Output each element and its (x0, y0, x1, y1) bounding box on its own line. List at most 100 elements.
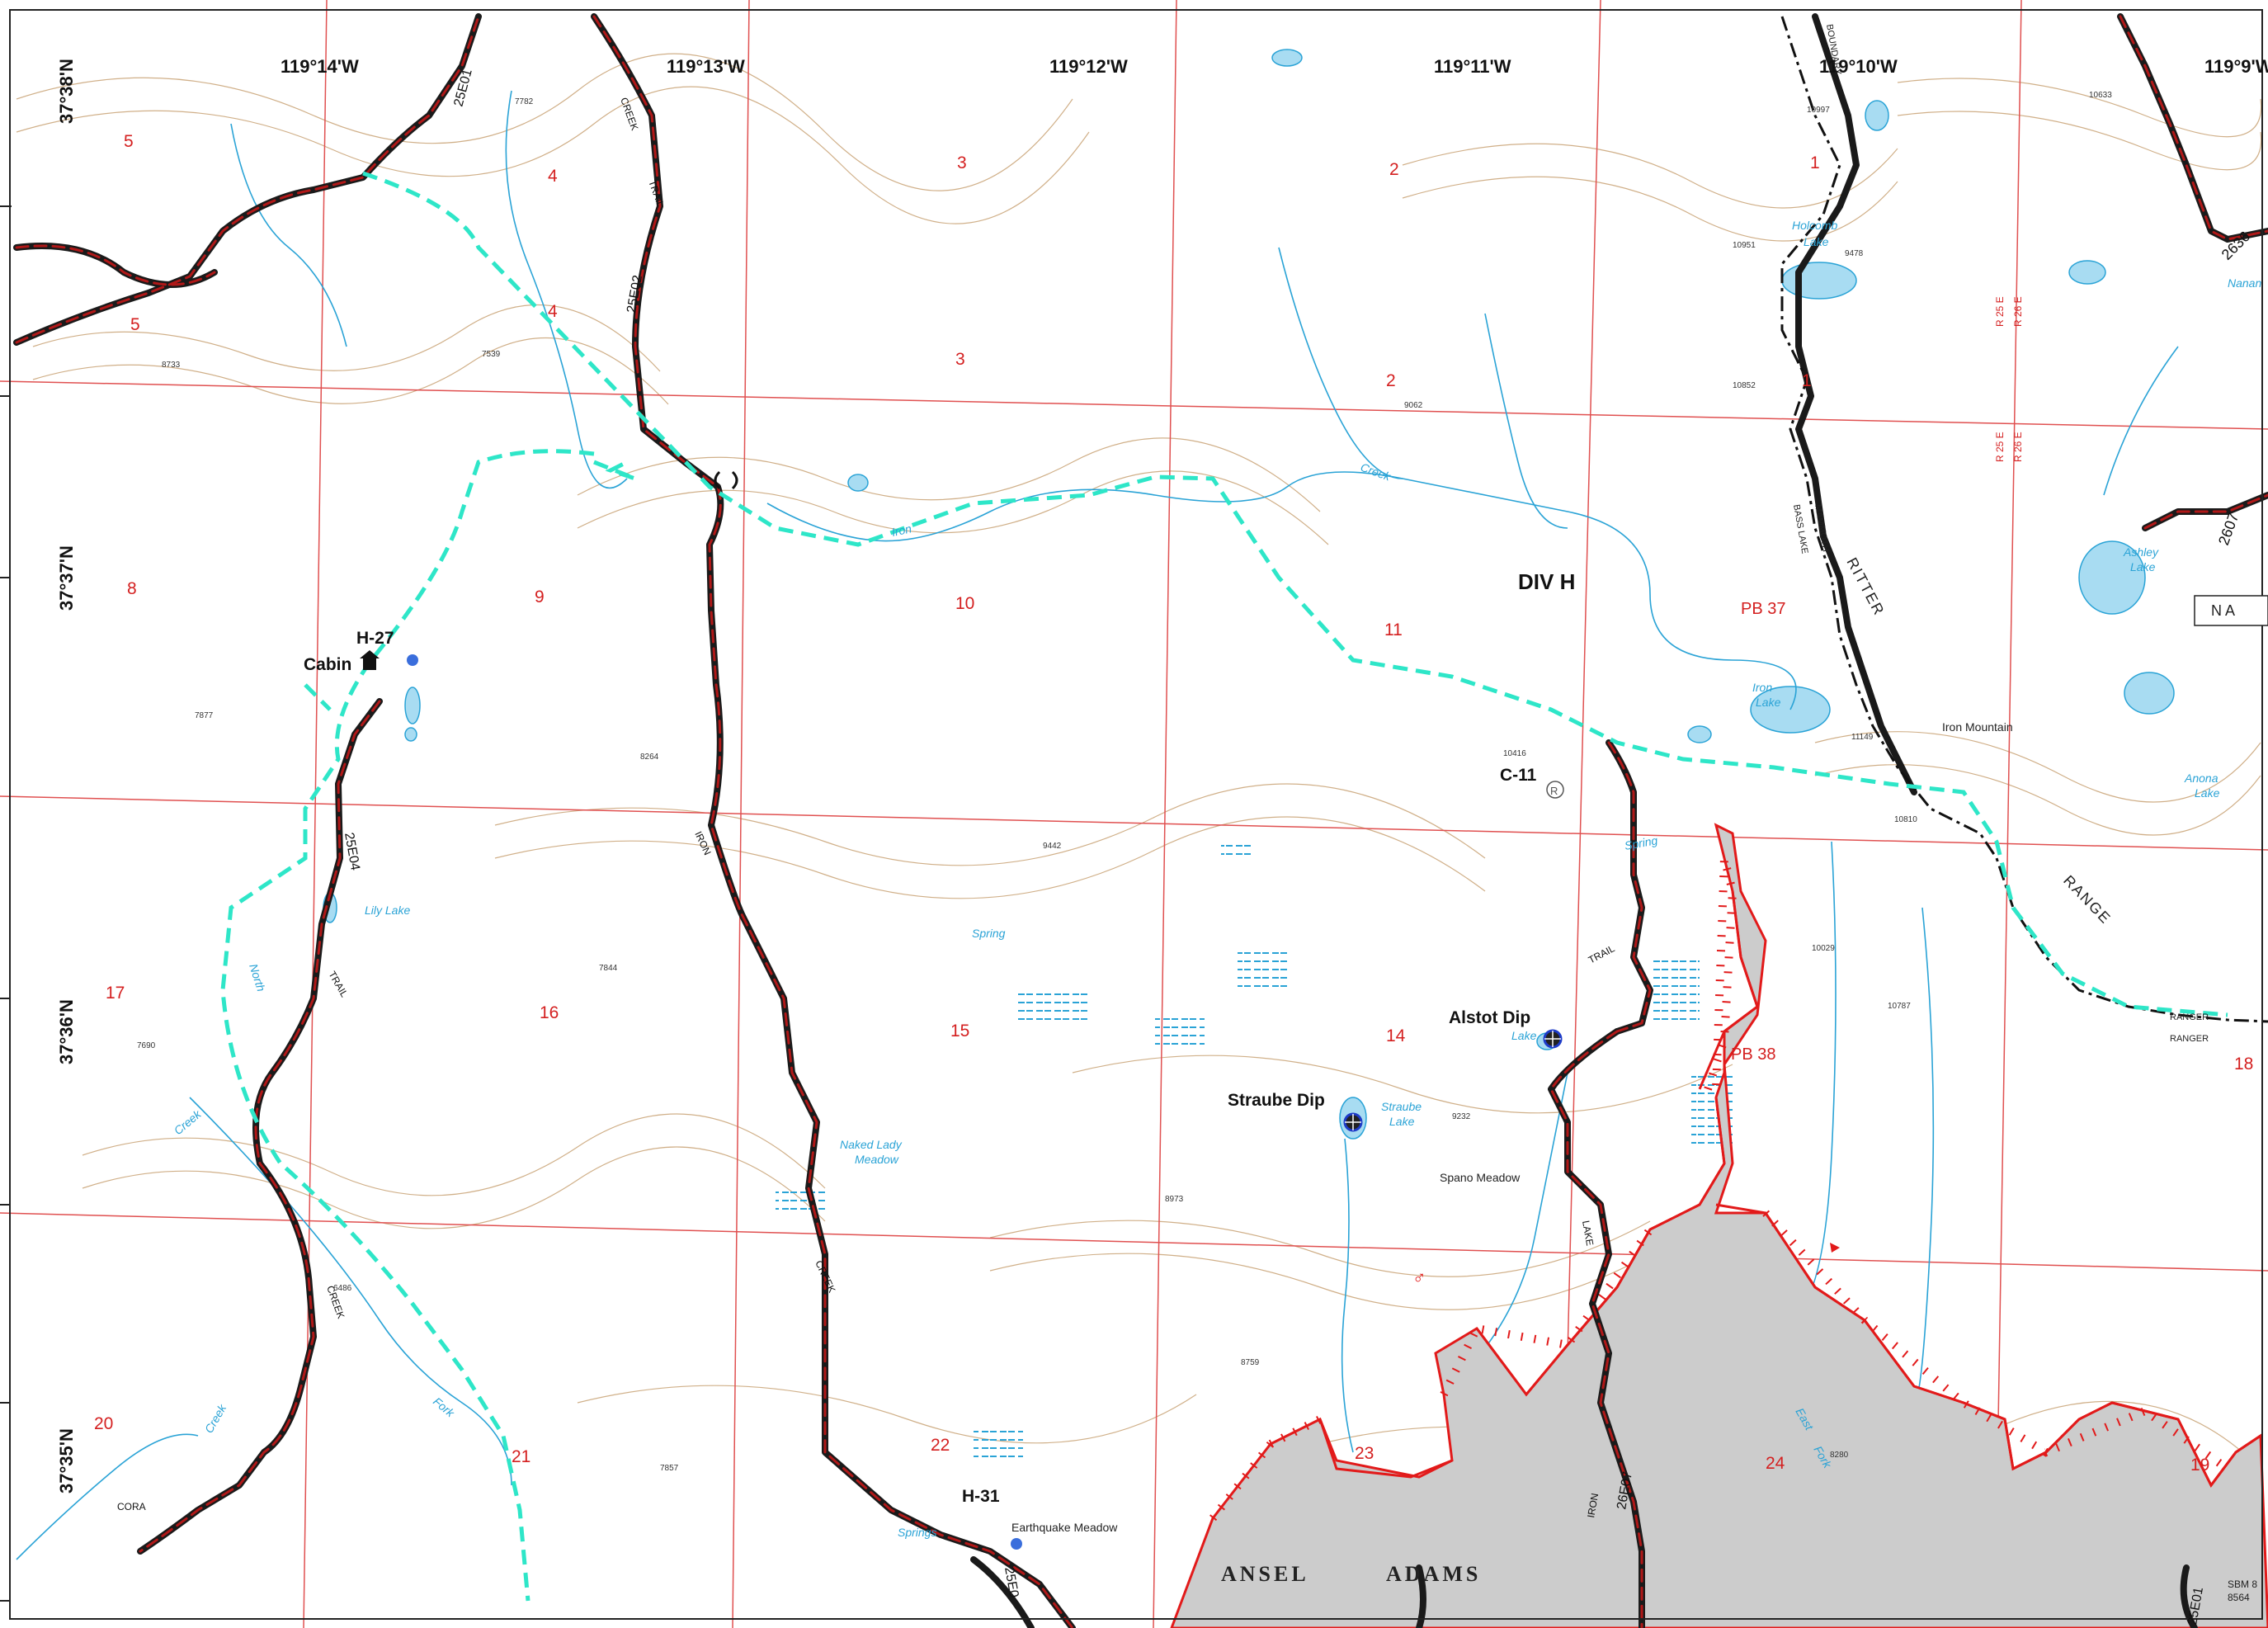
section-number: 4 (548, 302, 558, 321)
section-number: 15 (950, 1022, 969, 1041)
svg-text:7844: 7844 (599, 964, 618, 973)
svg-text:R 26 E: R 26 E (2012, 432, 2024, 462)
helispot-h31-icon (1011, 1538, 1022, 1550)
section-number: 3 (955, 350, 965, 369)
fire-perimeter (1209, 856, 2261, 1522)
section-numbers: 5 4 3 2 1 5 4 3 2 1 8 9 10 11 17 16 15 1… (94, 132, 2253, 1475)
svg-text:7877: 7877 (195, 711, 214, 720)
latitude-label: 37°35'N (56, 1428, 77, 1494)
section-number: 8 (127, 579, 137, 598)
svg-text:9478: 9478 (1845, 249, 1864, 258)
svg-text:9442: 9442 (1043, 842, 1062, 851)
longitude-label: 119°10'W (1819, 56, 1898, 77)
section-number: 9 (535, 587, 545, 606)
frame-ticks (0, 205, 12, 1602)
earthquake-meadow-label: Earthquake Meadow (1011, 1521, 1118, 1534)
spring-label: Spring (972, 927, 1006, 940)
latitude-label: 37°36'N (56, 999, 77, 1064)
latitude-label: 37°37'N (56, 545, 77, 611)
svg-text:6486: 6486 (333, 1284, 352, 1293)
svg-text:10951: 10951 (1733, 241, 1756, 250)
svg-text:8280: 8280 (1830, 1451, 1849, 1460)
holcomb-lake (1781, 262, 1857, 300)
wilderness-label-ansel: ANSEL (1221, 1562, 1309, 1586)
svg-text:10852: 10852 (1733, 381, 1756, 390)
section-number: 11 (1384, 621, 1403, 639)
straube-dip-label: Straube Dip (1228, 1091, 1325, 1110)
spring-label: Spring (1624, 833, 1659, 852)
svg-text:8264: 8264 (640, 753, 659, 762)
svg-text:7857: 7857 (660, 1464, 679, 1473)
culvert-icon (714, 470, 738, 490)
repeater-icon (1546, 781, 1564, 799)
contour-lines (16, 53, 2262, 1485)
alstot-lake-label: Lake (1511, 1029, 1537, 1042)
svg-text:9062: 9062 (1404, 401, 1423, 410)
nanan-lake-label: Nanan (2228, 276, 2261, 290)
roads (13, 13, 2268, 1628)
svg-text:8733: 8733 (162, 361, 181, 370)
longitude-label: 119°9'W (2204, 56, 2268, 77)
holcomb-lake-label: Holcomb (1792, 219, 1837, 232)
longitude-labels: 119°14'W 119°13'W 119°12'W 119°11'W 119°… (281, 56, 2268, 77)
iron-creek-label: Iron (890, 521, 912, 539)
pb37-label: PB 37 (1741, 600, 1785, 618)
section-number: 1 (1810, 153, 1820, 172)
holcomb-lake-label: Lake (1804, 235, 1829, 248)
anona-lake-label: Anona (2184, 772, 2218, 785)
svg-text:10633: 10633 (2089, 91, 2112, 100)
springs-label: Springs (898, 1526, 936, 1539)
map-stamp: SBM 8 8564 (2228, 1578, 2257, 1603)
helispot-h31-label: H-31 (962, 1487, 1000, 1506)
section-number: 17 (106, 984, 125, 1003)
wilderness-label-adams: ADAMS (1386, 1562, 1481, 1586)
section-number: 5 (130, 315, 140, 334)
cabin-icon (363, 657, 376, 670)
svg-text:10787: 10787 (1888, 1002, 1911, 1011)
road-label: IRON (1585, 1493, 1601, 1519)
svg-text:10810: 10810 (1894, 815, 1917, 824)
section-number: 14 (1386, 1026, 1406, 1045)
svg-text:R 25 E: R 25 E (1994, 432, 2006, 462)
map-frame (9, 9, 2263, 1620)
svg-text:8973: 8973 (1165, 1195, 1184, 1204)
iron-lake-label: Iron (1752, 681, 1772, 694)
latitude-label: 37°38'N (56, 59, 77, 124)
naked-lady-meadow-label: Meadow (855, 1153, 899, 1166)
section-number: 1 (1802, 371, 1812, 390)
na-box (2194, 595, 2268, 626)
longitude-label: 119°13'W (667, 56, 745, 77)
section-number: 19 (2190, 1456, 2209, 1475)
road-label: 25E0 (1002, 1566, 1021, 1599)
longitude-label: 119°14'W (281, 56, 359, 77)
section-number: 24 (1766, 1454, 1785, 1473)
anona-lake-label: Lake (2195, 786, 2220, 800)
township-labels: R 25 E R 26 E R 25 E R 26 E (1994, 296, 2024, 462)
naked-lady-meadow-label: Naked Lady (840, 1138, 903, 1151)
section-number: 23 (1355, 1444, 1374, 1463)
section-number: 2 (1386, 371, 1396, 390)
section-number: 10 (955, 594, 974, 613)
ashley-lake-label: Lake (2130, 560, 2156, 573)
section-number: 3 (957, 153, 967, 172)
section-number: 22 (931, 1436, 950, 1455)
road-label: CORA (117, 1501, 146, 1512)
na-label: N A (2211, 602, 2235, 619)
streams (16, 90, 2179, 1560)
svg-text:10997: 10997 (1807, 106, 1830, 115)
svg-text:7690: 7690 (137, 1041, 156, 1050)
section-number: 16 (540, 1003, 559, 1022)
section-number: 2 (1389, 160, 1399, 179)
helispot-h27-icon (407, 654, 418, 666)
longitude-label: 119°12'W (1049, 56, 1128, 77)
helispot-h27-label: H-27 (356, 629, 394, 648)
svg-text:8759: 8759 (1241, 1358, 1260, 1367)
svg-text:11149: 11149 (1851, 733, 1874, 742)
svg-text:♂: ♂ (1412, 1267, 1426, 1288)
ranger-label: RANGER (2170, 1034, 2209, 1044)
section-number: 18 (2234, 1055, 2253, 1074)
alstot-dip-label: Alstot Dip (1449, 1008, 1530, 1027)
svg-text:9232: 9232 (1452, 1112, 1471, 1121)
ashley-lake (2078, 540, 2146, 615)
straube-lake-label: Lake (1389, 1115, 1415, 1128)
